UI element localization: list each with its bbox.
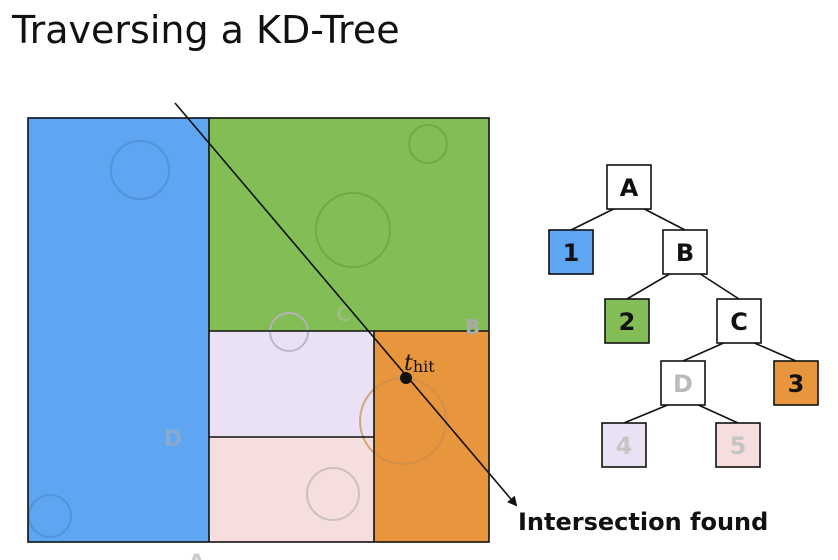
tree-node-label: C (730, 308, 748, 336)
intersection-caption: Intersection found (518, 508, 769, 536)
tree-nodes: A 1 B 2 C D 3 4 5 (548, 164, 819, 468)
region-label-a: A (188, 551, 205, 560)
tree-node-2: 2 (604, 298, 650, 344)
tree-node-box (773, 360, 819, 406)
object-circle (269, 312, 309, 352)
tree-node-label: A (620, 174, 639, 202)
tree-edge-B-C (699, 273, 740, 300)
tree-node-3: 3 (773, 360, 819, 406)
tree-node-box (662, 229, 708, 275)
tree-node-b: B (662, 229, 708, 275)
tree-edge-C-3 (754, 342, 797, 362)
tree-node-box (604, 298, 650, 344)
root-bounds (27, 117, 490, 543)
tree-edge-A-B (644, 208, 686, 231)
object-circle (408, 124, 448, 164)
tree-node-a: A (606, 164, 652, 210)
tree-edge-C-D (682, 342, 724, 362)
region-5 (209, 437, 374, 542)
region-label-d: D (164, 427, 182, 452)
tree-node-box (715, 422, 761, 468)
tree-node-label: 3 (788, 370, 805, 398)
object-circle (28, 494, 72, 538)
tree-edge-B-2 (626, 273, 671, 300)
region-4 (209, 331, 374, 437)
tree-node-label: 5 (730, 432, 747, 460)
page-title: Traversing a KD-Tree (12, 8, 400, 52)
hit-point (400, 372, 412, 384)
tree-node-box (606, 164, 652, 210)
ray (174, 102, 518, 507)
hit-label-main: t (404, 351, 413, 376)
tree-node-label: B (676, 239, 694, 267)
tree-node-box (716, 298, 762, 344)
tree-node-1: 1 (548, 229, 594, 275)
tree-edge-A-1 (570, 208, 614, 231)
tree-node-box (601, 422, 647, 468)
object-circle (315, 192, 391, 268)
tree-node-box (548, 229, 594, 275)
region-1 (28, 118, 209, 542)
spatial-partition: B C D A (27, 117, 490, 560)
tree-node-box (660, 360, 706, 406)
region-2 (209, 118, 489, 331)
tree-node-label: D (673, 370, 693, 398)
tree-node-5: 5 (715, 422, 761, 468)
tree-node-label: 4 (616, 432, 633, 460)
hit-label-sub: hit (413, 357, 435, 376)
tree-node-d: D (660, 360, 706, 406)
object-circle (306, 467, 360, 521)
region-3 (374, 331, 489, 542)
tree-node-c: C (716, 298, 762, 344)
object-circle (110, 140, 170, 200)
region-label-c: C (336, 302, 351, 326)
tree-edges (570, 208, 797, 424)
tree-edge-D-4 (623, 404, 668, 424)
tree-node-label: 2 (619, 308, 636, 336)
region-label-b: B (465, 315, 480, 339)
tree-edge-D-5 (698, 404, 739, 424)
tree-node-label: 1 (563, 239, 580, 267)
tree-node-4: 4 (601, 422, 647, 468)
hit-label: thit (404, 351, 435, 376)
